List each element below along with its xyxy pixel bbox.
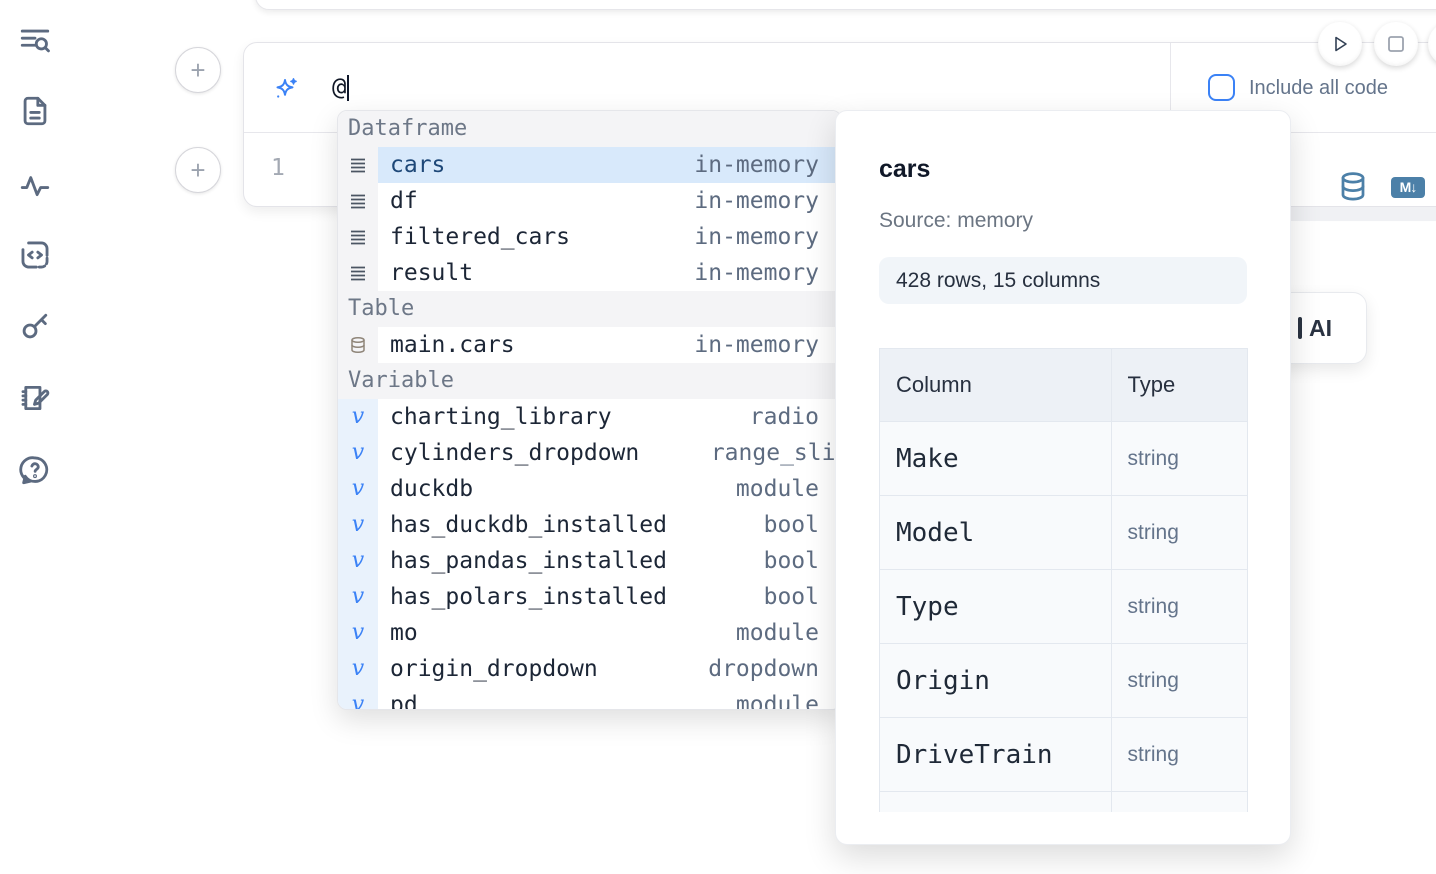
include-all-code-label: Include all code bbox=[1249, 77, 1388, 99]
section-header-dataframe: Dataframe bbox=[338, 111, 841, 147]
variable-icon: v bbox=[338, 399, 378, 435]
variable-icon: v bbox=[338, 543, 378, 579]
key-icon[interactable] bbox=[18, 309, 52, 343]
play-icon bbox=[1335, 36, 1347, 52]
section-header-table: Table bbox=[338, 291, 841, 327]
ai-button-label: AI bbox=[1309, 314, 1332, 341]
markdown-icon[interactable]: M↓ bbox=[1391, 177, 1425, 198]
database-icon bbox=[338, 327, 378, 363]
dataframe-lines-icon bbox=[338, 255, 378, 291]
preview-schema-table: Column Type Make string Model string Typ… bbox=[879, 348, 1249, 812]
previous-cell-edge bbox=[255, 0, 1436, 10]
activity-icon[interactable] bbox=[18, 167, 52, 201]
run-cell-button[interactable] bbox=[1318, 22, 1362, 66]
variable-icon: v bbox=[338, 615, 378, 651]
ai-prompt-input[interactable]: @ bbox=[332, 43, 350, 133]
table-row-partial bbox=[879, 791, 1249, 812]
code-editor-row[interactable]: 1 M↓ bbox=[244, 133, 1436, 207]
code-snippet-icon[interactable] bbox=[18, 238, 52, 272]
preview-schema-table-wrap: Column Type Make string Model string Typ… bbox=[879, 348, 1249, 812]
add-cell-above-button[interactable]: + bbox=[175, 47, 221, 93]
table-row: Make string bbox=[879, 421, 1249, 496]
preview-source: Source: memory bbox=[879, 209, 1034, 232]
stop-square-icon bbox=[1388, 36, 1404, 52]
variable-icon: v bbox=[338, 651, 378, 687]
clipped-glyph bbox=[1298, 317, 1302, 339]
sql-database-icon[interactable] bbox=[1338, 171, 1368, 203]
variable-icon: v bbox=[338, 471, 378, 507]
add-cell-below-button[interactable]: + bbox=[175, 147, 221, 193]
variable-icon: v bbox=[338, 507, 378, 543]
variable-icon: v bbox=[338, 579, 378, 615]
help-chat-icon[interactable] bbox=[18, 453, 52, 487]
column-header: Column bbox=[879, 348, 1112, 422]
dataframe-lines-icon bbox=[338, 183, 378, 219]
variable-icon: v bbox=[338, 435, 378, 471]
variable-icon: v bbox=[338, 687, 378, 709]
scratchpad-icon[interactable] bbox=[18, 381, 52, 415]
dataframe-lines-icon bbox=[338, 147, 378, 183]
ai-sparkles-icon bbox=[272, 75, 300, 103]
dataframe-lines-icon bbox=[338, 219, 378, 255]
toc-search-icon[interactable] bbox=[18, 24, 52, 58]
helper-sidebar bbox=[0, 0, 72, 874]
table-row: Model string bbox=[879, 495, 1249, 570]
preview-stats-badge: 428 rows, 15 columns bbox=[879, 257, 1247, 304]
dataframe-preview-panel: cars Source: memory 428 rows, 15 columns… bbox=[835, 110, 1291, 845]
include-code-section: Include all code bbox=[1170, 43, 1436, 133]
type-header: Type bbox=[1110, 348, 1249, 422]
include-all-code-checkbox[interactable] bbox=[1208, 74, 1235, 101]
table-row: Origin string bbox=[879, 643, 1249, 718]
table-row: Type string bbox=[879, 569, 1249, 644]
stop-button[interactable] bbox=[1374, 22, 1418, 66]
text-caret bbox=[347, 75, 350, 101]
line-number: 1 bbox=[271, 155, 285, 181]
document-icon[interactable] bbox=[18, 94, 52, 128]
more-run-button[interactable] bbox=[1428, 22, 1436, 66]
section-header-variable: Variable bbox=[338, 363, 841, 399]
table-row: DriveTrain string bbox=[879, 717, 1249, 792]
preview-title: cars bbox=[879, 155, 931, 183]
